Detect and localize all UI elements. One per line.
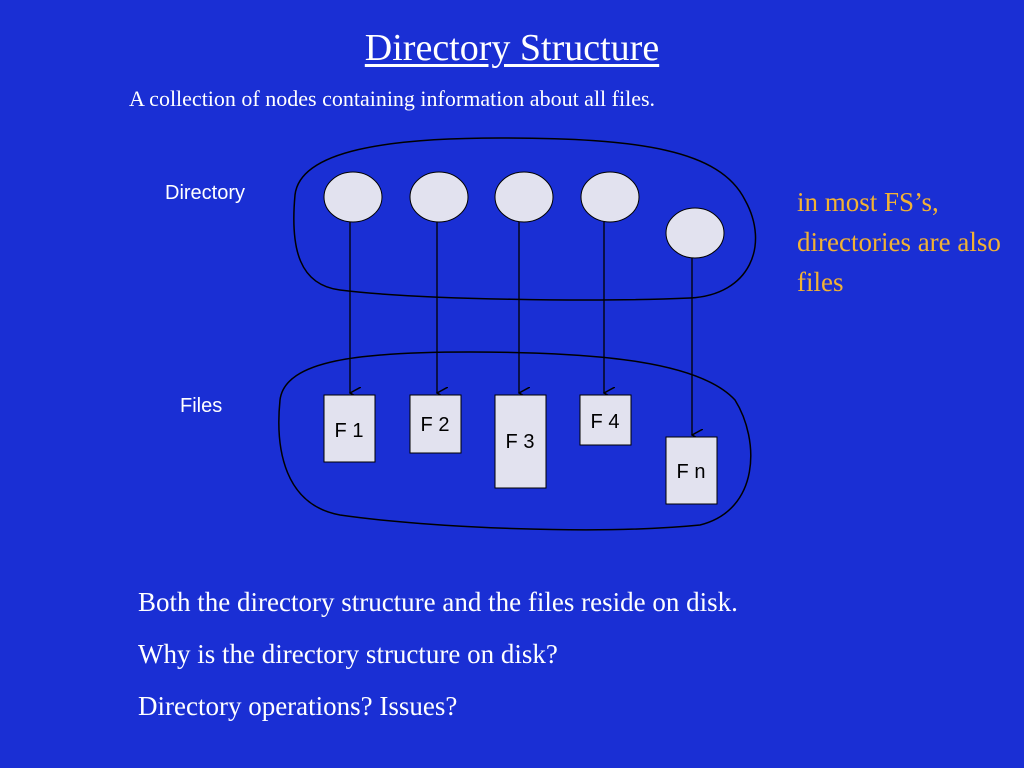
directory-node-4 (580, 171, 640, 223)
bullet-item: Directory operations? Issues? (138, 691, 458, 721)
directory-enclosure (293, 137, 757, 301)
file-box-1 (323, 394, 376, 463)
directory-label: Directory (165, 182, 246, 204)
file-label-n: F n (677, 461, 706, 483)
files-label: Files (180, 395, 223, 417)
file-box-2 (409, 394, 462, 454)
files-enclosure (278, 351, 752, 531)
file-box-4 (579, 394, 632, 446)
bullet-item: Why is the directory structure on disk? (138, 639, 558, 669)
page-title: Directory Structure (364, 27, 660, 69)
directory-node-3 (494, 171, 554, 223)
file-label-1: F 1 (335, 420, 364, 442)
file-box-n (665, 436, 718, 505)
side-note: in most FS’s, directories are also files (797, 187, 1001, 297)
file-box-3 (494, 394, 547, 489)
directory-node-5 (665, 207, 725, 259)
bullet-item: Both the directory structure and the fil… (138, 587, 738, 617)
directory-node-1 (323, 171, 383, 223)
file-label-3: F 3 (506, 431, 535, 453)
file-label-2: F 2 (421, 414, 450, 436)
directory-node-2 (409, 171, 469, 223)
file-label-4: F 4 (591, 411, 620, 433)
subtitle: A collection of nodes containing informa… (129, 86, 656, 111)
bullet-list: Both the directory structure and the fil… (138, 582, 738, 738)
